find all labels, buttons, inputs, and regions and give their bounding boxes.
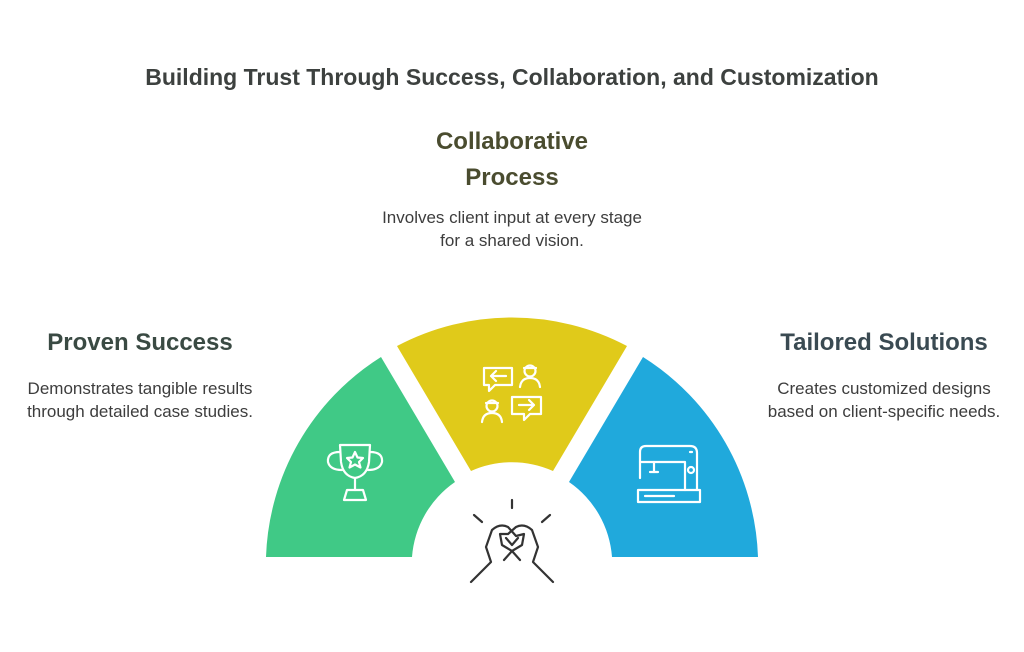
proven-success-description: Demonstrates tangible results through de… xyxy=(27,379,253,421)
tailored-solutions-description: Creates customized designs based on clie… xyxy=(767,379,1001,421)
collaborative-process-heading-line-1: Collaborative xyxy=(435,128,589,155)
handshake-icon xyxy=(469,498,555,584)
collaborative-process-heading: Collaborative Process xyxy=(382,124,642,196)
diagram-title: Building Trust Through Success, Collabor… xyxy=(145,64,879,90)
tailored-solutions-segment xyxy=(569,357,758,557)
collaborative-process-segment xyxy=(397,317,627,471)
sewing-machine-icon xyxy=(636,444,702,504)
trophy-icon xyxy=(326,443,384,502)
proven-success-heading: Proven Success xyxy=(47,329,233,356)
collaborative-process-description: Involves client input at every stage for… xyxy=(382,208,642,250)
conversation-icon xyxy=(480,364,543,424)
tailored-solutions-heading: Tailored Solutions xyxy=(780,329,988,356)
collaborative-process-heading-line-2: Process xyxy=(465,164,559,191)
